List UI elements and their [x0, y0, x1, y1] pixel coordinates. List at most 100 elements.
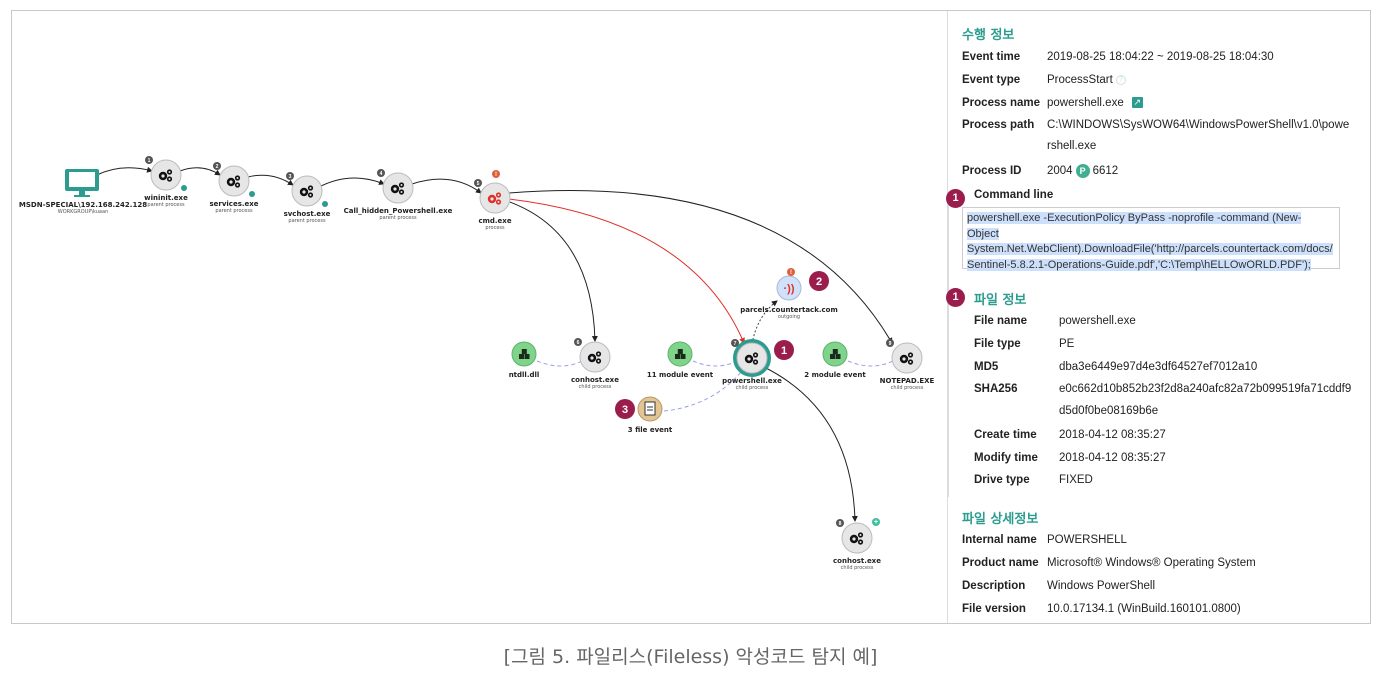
process-path-label: Process path	[962, 119, 1035, 131]
services-sublabel: parent process	[215, 208, 253, 214]
edge-ntdll-conhost	[536, 360, 583, 367]
sha256-row: SHA256 e0c662d10b852b23f2d8a240afc82a72b0…	[974, 379, 1351, 397]
monitor-stand	[79, 191, 85, 196]
product-name-row: Product name Microsoft® Windows® Operatin…	[962, 553, 1256, 571]
process-path-row: Process path C:\WINDOWS\SysWOW64\WindowsP…	[962, 115, 1349, 133]
svchost-step-number: 3	[289, 174, 292, 180]
edge-file-powershell	[663, 370, 743, 412]
edge-cmd-conhost	[506, 200, 598, 342]
description-value: Windows PowerShell	[1047, 580, 1156, 592]
services-step-number: 2	[216, 164, 219, 170]
svchost-status-dot	[322, 201, 328, 207]
host-sublabel: WORKGROUP\kuaan	[58, 209, 108, 215]
edge-module11-powershell	[692, 360, 738, 367]
callhidden-step-number: 4	[380, 171, 383, 177]
edge-callhidden-cmd	[411, 178, 482, 194]
panel-divider	[947, 11, 948, 623]
create-time-value: 2018-04-12 08:35:27	[1059, 429, 1166, 441]
process-path-value: C:\WINDOWS\SysWOW64\WindowsPowerShell\v1…	[1047, 119, 1350, 131]
sha256-value: e0c662d10b852b23f2d8a240afc82a72b099519f…	[1059, 383, 1352, 395]
document-icon	[644, 401, 656, 416]
notepad-sublabel: child process	[891, 385, 924, 391]
conhost2-sublabel: child process	[841, 565, 874, 571]
command-line-text-3: System.Net.WebClient).DownloadFile('http…	[967, 243, 1333, 255]
wininit-step-number: 1	[148, 158, 151, 164]
conhost1-sublabel: child process	[579, 384, 612, 390]
process-id-value: 2004	[1047, 165, 1073, 177]
cmd-step-badge	[474, 179, 482, 187]
wininit-label: wininit.exe	[144, 194, 188, 202]
cmd-label: cmd.exe	[478, 217, 511, 225]
notepad-step-number: 9	[889, 341, 892, 347]
callhidden-sublabel: parent process	[379, 215, 417, 221]
command-line-text-4: Sentinel-5.8.2.1-Operations-Guide.pdf','…	[967, 258, 1311, 271]
svchost-step-badge	[286, 172, 294, 180]
edge-services-svchost	[247, 174, 294, 186]
modify-time-value: 2018-04-12 08:35:27	[1059, 452, 1166, 464]
command-line-box[interactable]: powershell.exe -ExecutionPolicy ByPass -…	[962, 207, 1340, 271]
conhost2-step-badge	[836, 519, 844, 527]
parcels-sublabel: outgoing	[778, 314, 800, 320]
drive-type-label: Drive type	[974, 474, 1030, 486]
file-name-row: File name powershell.exe	[974, 311, 1136, 329]
notepad-label: NOTEPAD.EXE	[880, 377, 935, 385]
external-link-icon[interactable]: ↗	[1131, 97, 1143, 109]
event-type-label: Event type	[962, 74, 1021, 86]
md5-label: MD5	[974, 361, 999, 373]
edge-powershell-conhost	[763, 366, 858, 522]
powershell-step-badge	[731, 339, 739, 347]
command-line-text-1: powershell.exe -ExecutionPolicy ByPass -…	[967, 212, 1302, 224]
description-label: Description	[962, 580, 1026, 592]
panel-timeline-line	[948, 197, 949, 497]
process-path-value-cont: rshell.exe	[1047, 140, 1097, 152]
powershell-highlight-ring	[733, 339, 771, 377]
product-name-label: Product name	[962, 557, 1039, 569]
exec-info-title: 수행 정보	[962, 28, 1015, 43]
parcels-alert-icon	[787, 268, 795, 276]
edge-cmd-powershell	[508, 198, 745, 344]
conhost2-label: conhost.exe	[833, 557, 881, 565]
svchost-sublabel: parent process	[288, 218, 326, 224]
command-line-label: Command line	[974, 189, 1054, 201]
callhidden-label: Call_hidden_Powershell.exe	[344, 207, 453, 215]
expand-plus-icon	[872, 518, 880, 526]
parcels-callout-badge	[809, 271, 829, 291]
monitor-base	[74, 195, 90, 197]
sha256-label: SHA256	[974, 383, 1018, 395]
wininit-step-badge	[145, 156, 153, 164]
services-status-dot	[249, 191, 255, 197]
edge-cmd-notepad	[508, 190, 893, 344]
cmd-sublabel: process	[485, 225, 505, 231]
file-detail-title: 파일 상세정보	[962, 512, 1039, 527]
file-name-value: powershell.exe	[1059, 315, 1136, 327]
help-icon[interactable]: ?	[1115, 74, 1126, 85]
conhost1-step-badge	[574, 338, 582, 346]
command-line-text-2: Object	[967, 227, 999, 240]
figure-caption: [그림 5. 파일리스(Fileless) 악성코드 탐지 예]	[503, 646, 878, 668]
product-name-value: Microsoft® Windows® Operating System	[1047, 557, 1256, 569]
powershell-label: powershell.exe	[722, 377, 782, 385]
parcels-alert-mark: !	[790, 270, 792, 276]
event-time-value: 2019-08-25 18:04:22 ~ 2019-08-25 18:04:3…	[1047, 51, 1274, 63]
file-name-label: File name	[974, 315, 1028, 327]
file-version-value: 10.0.17134.1 (WinBuild.160101.0800)	[1047, 603, 1241, 615]
network-signal-icon: ·))	[784, 283, 795, 295]
command-line-row: Command line	[974, 185, 1059, 203]
process-graph-canvas: MSDN-SPECIAL\192.168.242.128WORKGROUP\ku…	[19, 156, 935, 571]
process-name-value: powershell.exe	[1047, 97, 1124, 109]
module11-label: 11 module event	[647, 371, 714, 379]
edge-module2-notepad	[847, 360, 894, 367]
parcels-label: parcels.countertack.com	[740, 306, 838, 314]
parcels-callout-number: 2	[816, 276, 822, 288]
host-label: MSDN-SPECIAL\192.168.242.128	[19, 201, 147, 209]
